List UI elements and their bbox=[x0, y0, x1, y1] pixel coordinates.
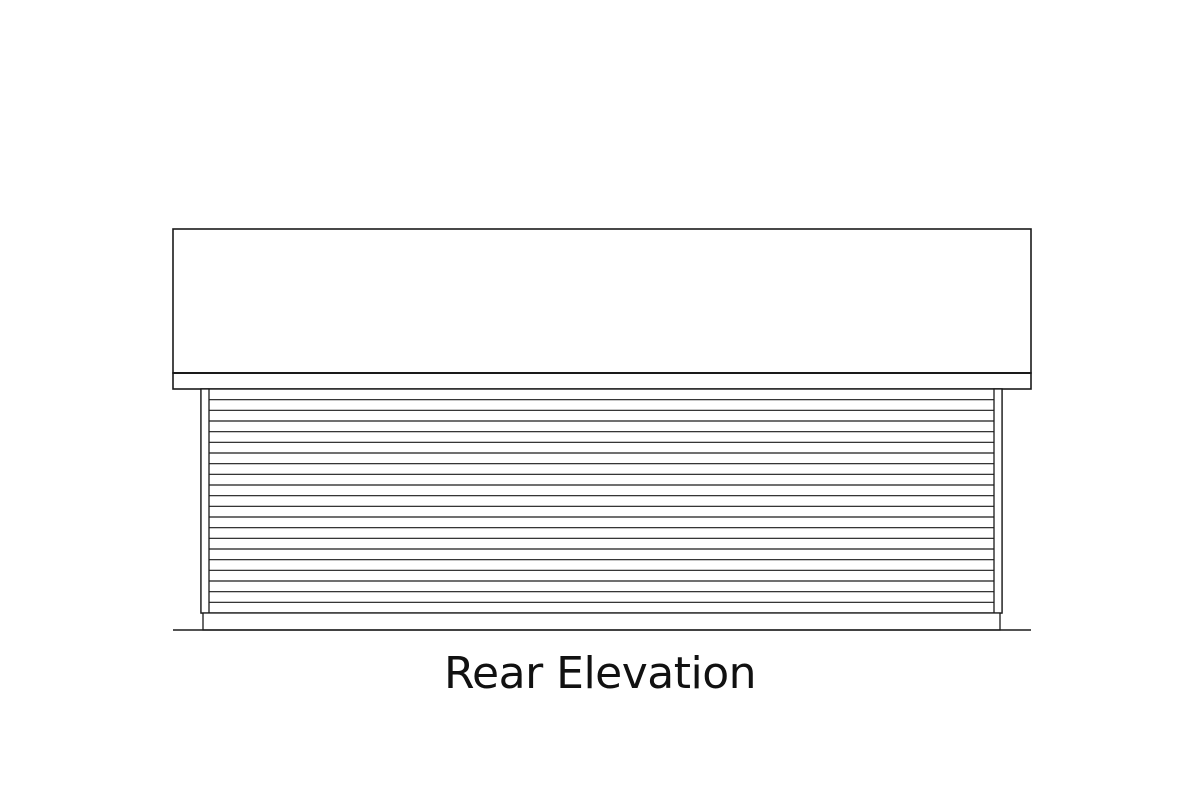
drawing-caption: Rear Elevation bbox=[443, 648, 757, 699]
lap-siding bbox=[209, 399, 994, 603]
rear-wall bbox=[200, 388, 1003, 614]
eave-soffit bbox=[172, 372, 1032, 390]
foundation bbox=[202, 612, 1001, 631]
roof-fascia bbox=[172, 228, 1032, 374]
corner-trim-right bbox=[993, 388, 1003, 614]
corner-trim-left bbox=[200, 388, 210, 614]
